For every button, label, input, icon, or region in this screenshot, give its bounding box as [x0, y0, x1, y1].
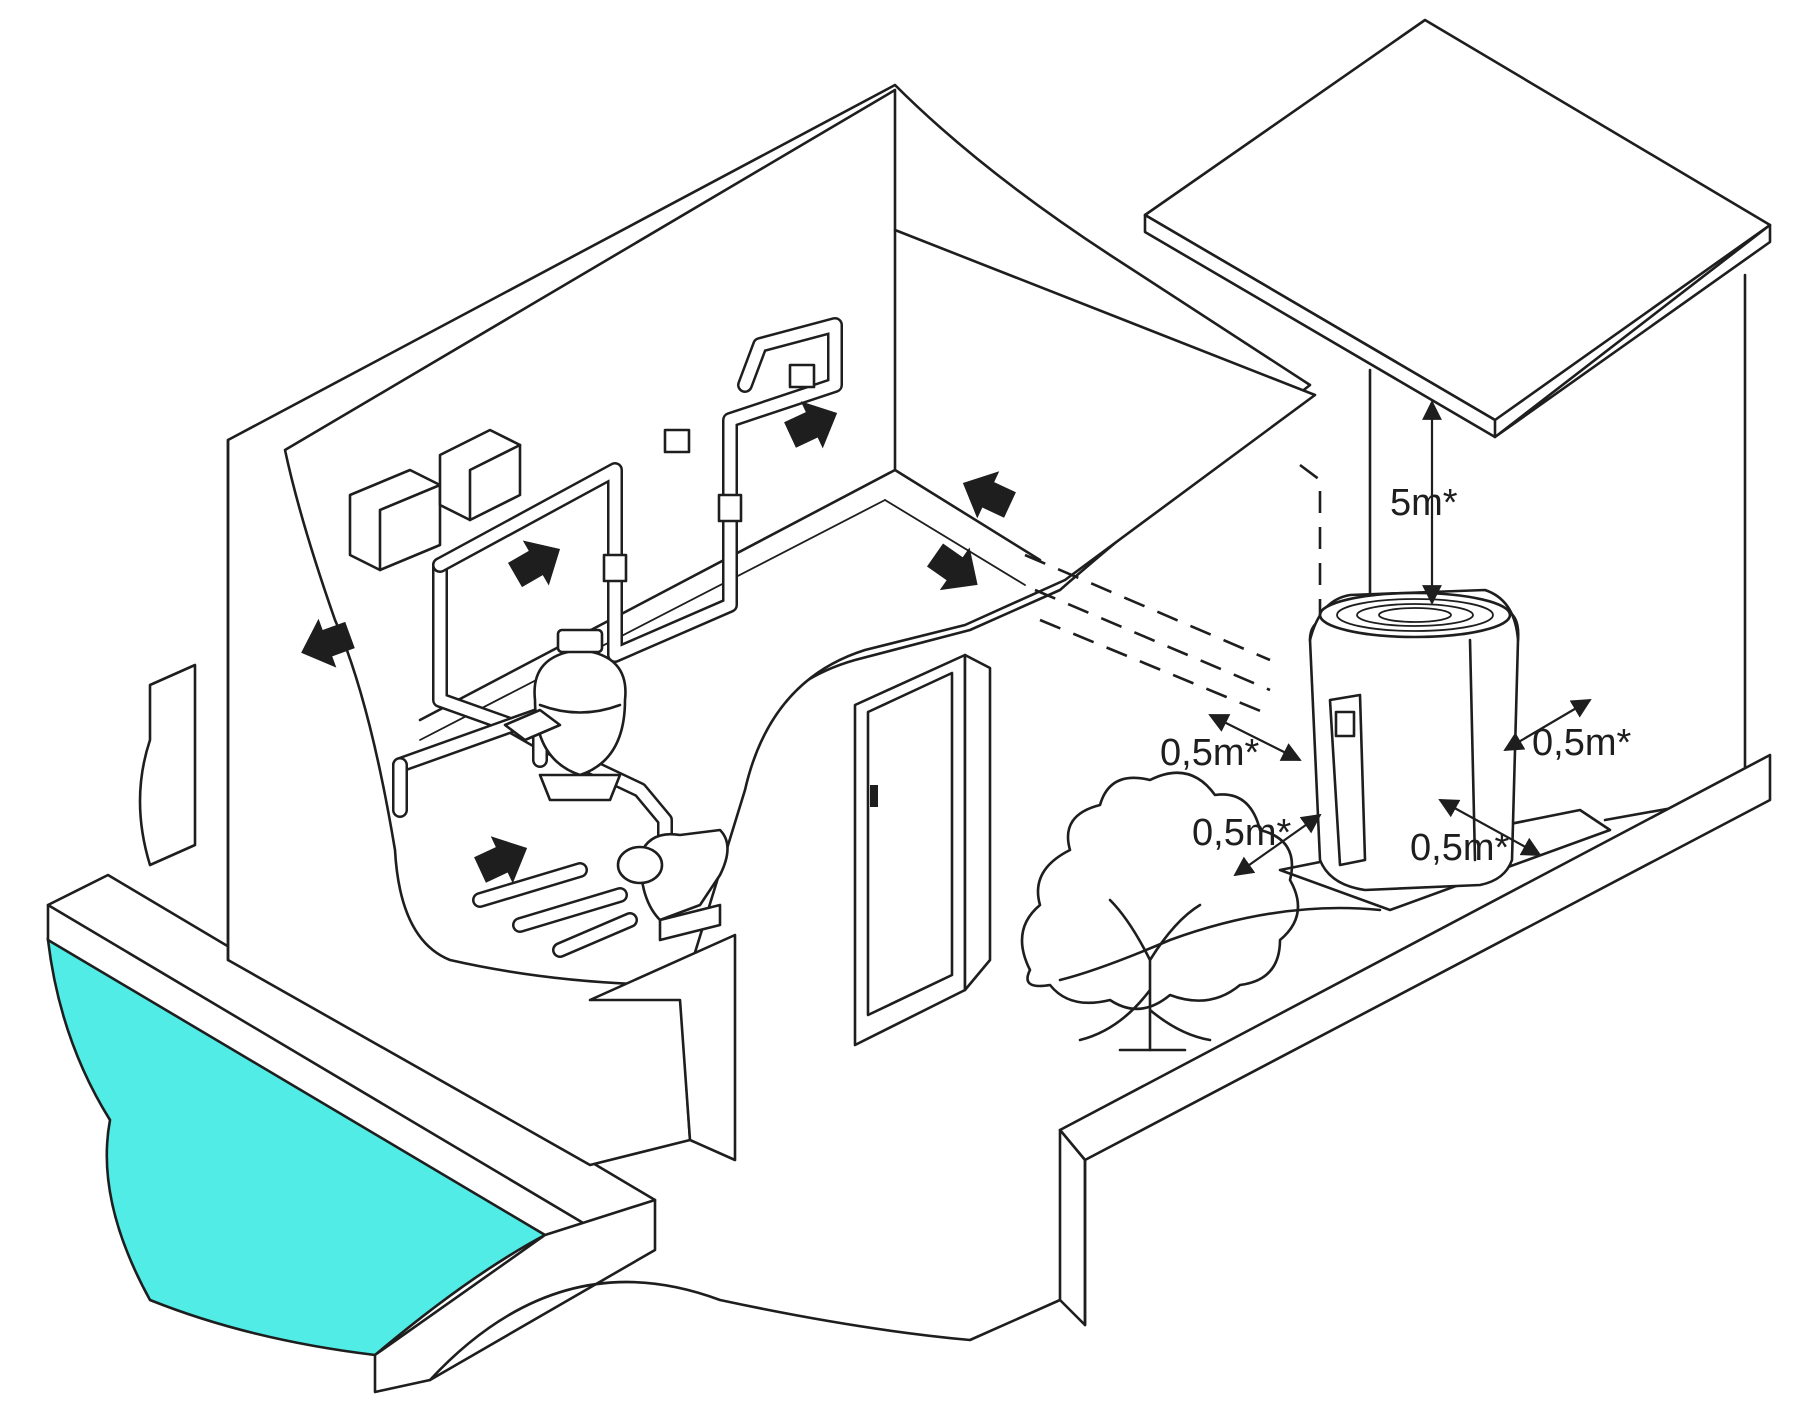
- flow-arrow: [962, 471, 1016, 519]
- control-panel: [1328, 693, 1367, 867]
- controller-box-2: [438, 428, 522, 522]
- connection-lines: [1024, 463, 1322, 717]
- fan-grille: [1318, 591, 1512, 639]
- rear-bottom-clearance-label: 0,5m*: [1410, 827, 1509, 869]
- flow-arrows: [301, 401, 1016, 884]
- front-bottom-clearance-label: 0,5m*: [1192, 812, 1291, 854]
- valve: [717, 493, 743, 523]
- flow-arrow: [784, 401, 838, 449]
- valve: [602, 553, 628, 583]
- flow-arrow: [301, 618, 355, 668]
- pool-pump-icon: [616, 828, 729, 942]
- door-handle: [870, 785, 878, 807]
- wall-controllers: [348, 428, 522, 572]
- flow-arrow: [926, 543, 978, 591]
- front-bottom-dimension-arrow: [1233, 813, 1322, 877]
- dimension-labels: 5m* 0,5m* 0,5m* 0,5m* 0,5m*: [1160, 482, 1631, 869]
- height-clearance-label: 5m*: [1390, 482, 1458, 524]
- rear-bottom-dimension-arrow: [1438, 799, 1542, 856]
- valve: [663, 428, 691, 454]
- clearance-dimensions: [1208, 400, 1592, 877]
- sand-filter-icon: [503, 628, 627, 802]
- outdoor-shelter: [428, 18, 1772, 1382]
- valve: [788, 363, 816, 389]
- display-screen: [1334, 710, 1356, 738]
- pool: [46, 663, 657, 1394]
- right-side-clearance-label: 0,5m*: [1532, 722, 1631, 764]
- multiport-valve: [503, 708, 562, 742]
- flow-arrow: [508, 540, 561, 588]
- front-left-dimension-arrow: [1208, 714, 1302, 761]
- right-side-dimension-arrow: [1503, 698, 1592, 752]
- strainer-basket: [616, 845, 664, 885]
- pool-house: [226, 83, 1317, 1167]
- front-left-clearance-label: 0,5m*: [1160, 732, 1259, 774]
- flow-arrow: [474, 836, 528, 884]
